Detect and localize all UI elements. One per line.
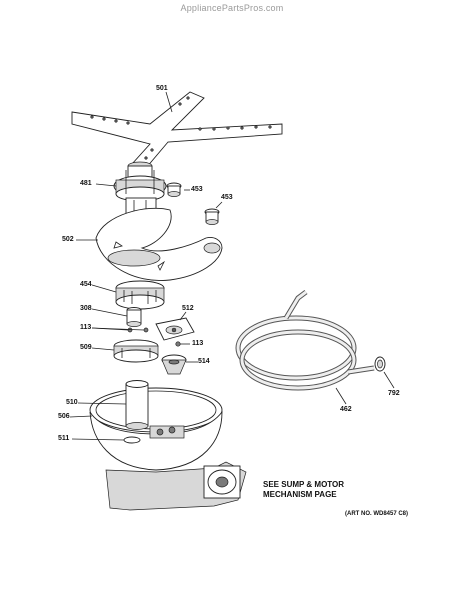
callout-506: 506 [58,413,70,420]
lower-spray-arm [95,207,223,281]
cap-upper [166,182,182,197]
pump-housing-509 [113,339,159,363]
fastener-113-left [127,327,133,333]
callout-510: 510 [66,399,78,406]
callout-511: 511 [58,435,70,442]
callout-502: 502 [62,236,74,243]
cap-lower [204,208,220,225]
callout-113-left: 113 [80,324,92,331]
sump-motor-outline [105,461,247,511]
art-number: (ART NO. WD8457 C8) [345,511,409,517]
callout-501: 501 [156,85,168,92]
callout-453-upper: 453 [191,186,203,193]
drain-hose-462 [235,290,375,391]
hose-clamp-792 [374,356,386,372]
tub-basin-assembly [89,380,223,471]
callout-792: 792 [388,390,400,397]
sump-motor-note-line2: MECHANISM PAGE [263,490,337,499]
callout-481: 481 [80,180,92,187]
housing-ring [115,280,165,310]
sump-motor-note-line1: SEE SUMP & MOTOR [263,480,345,489]
bracket-512 [155,317,195,341]
filter-514 [161,354,187,375]
watermark: AppliancePartsPros.com [180,3,284,13]
callout-514: 514 [198,358,210,365]
callout-308: 308 [80,305,92,312]
callout-453-lower: 453 [221,194,233,201]
sump-motor-note: SEE SUMP & MOTOR MECHANISM PAGE [263,480,344,500]
callout-454: 454 [80,281,92,288]
fastener-113-mid [143,327,149,333]
tube-308 [126,307,142,327]
leader-lines [69,91,395,441]
upper-spray-arm [71,91,283,169]
callout-462: 462 [340,406,352,413]
callout-512: 512 [182,305,194,312]
fastener-113-right [175,341,181,347]
callout-113-right: 113 [192,340,204,347]
callout-509: 509 [80,344,92,351]
